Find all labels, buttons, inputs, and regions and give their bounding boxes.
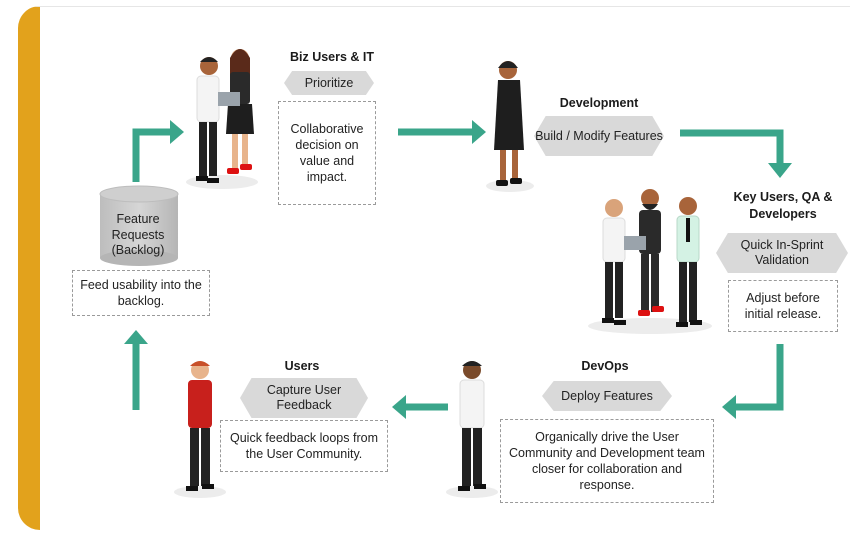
users-title: Users	[284, 359, 320, 373]
arrowhead-users	[392, 395, 406, 419]
arrowhead-prioritize	[170, 120, 184, 144]
devops-note: Organically drive the User Community and…	[500, 419, 714, 503]
arrow-development-to-validation	[680, 129, 784, 165]
arrowhead-feed	[124, 330, 148, 344]
arrowhead-devops	[722, 395, 736, 419]
prioritize-step: Prioritize	[284, 71, 374, 95]
arrowhead-validation	[768, 163, 792, 178]
backlog-label: Feature Requests (Backlog)	[111, 212, 165, 258]
prioritize-note: Collaborative decision on value and impa…	[278, 101, 376, 205]
in-sprint-validation-step: Quick In-Sprint Validation	[716, 233, 848, 273]
user-person-icon	[174, 361, 226, 498]
backlog-database-icon	[99, 185, 179, 266]
arrow-validation-to-devops	[734, 344, 784, 411]
arrowhead-development	[472, 120, 486, 144]
developer-person-icon	[486, 61, 534, 192]
devops-person-icon	[446, 361, 498, 498]
development-title: Development	[559, 96, 639, 110]
users-note: Quick feedback loops from the User Commu…	[220, 420, 388, 472]
validation-title: Key Users, QA & Developers	[733, 190, 833, 221]
validation-note: Adjust before initial release.	[728, 280, 838, 332]
devops-title: DevOps	[581, 359, 629, 373]
feed-usability-note: Feed usability into the backlog.	[72, 270, 210, 316]
validation-team-people-icon	[588, 189, 712, 334]
diagram-frame	[18, 6, 850, 530]
build-modify-step: Build / Modify Features	[534, 116, 664, 156]
deploy-features-step: Deploy Features	[542, 381, 672, 411]
arrow-backlog-to-prioritize	[132, 128, 172, 182]
biz-users-people-icon	[186, 49, 258, 189]
biz-users-title: Biz Users & IT	[289, 50, 375, 64]
capture-feedback-step: Capture User Feedback	[240, 378, 368, 418]
